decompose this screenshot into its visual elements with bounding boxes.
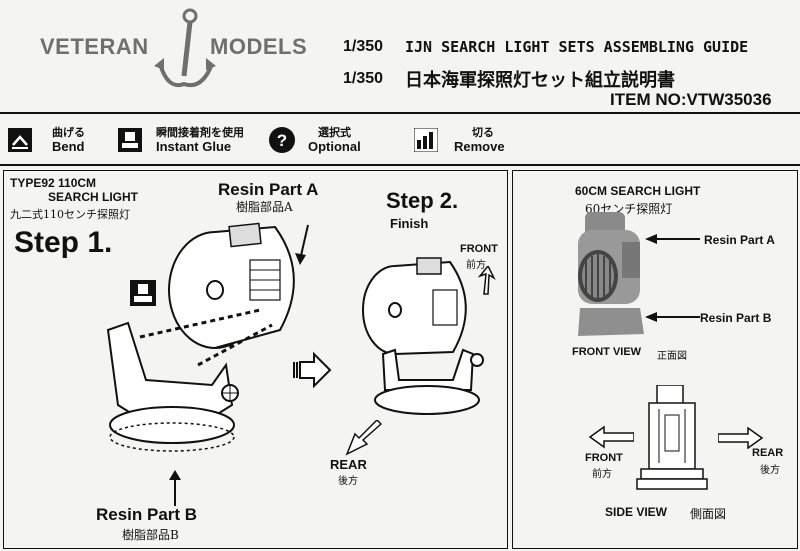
legend-optional-en: Optional <box>308 139 361 154</box>
resin-a-pointer-icon <box>645 234 700 244</box>
resin-a-jp: 樹脂部品A <box>236 200 293 214</box>
resin-b-arrow-icon <box>169 470 181 506</box>
item-number: ITEM NO:VTW35036 <box>610 90 772 109</box>
cut-icon <box>414 128 438 152</box>
front-arrow-icon <box>478 266 496 295</box>
front-view-label: FRONT VIEW <box>572 346 642 358</box>
side-front-arrow-icon <box>588 425 634 449</box>
bend-icon <box>8 128 32 152</box>
resin-b-pointer-icon <box>645 312 700 322</box>
front-label: FRONT <box>460 243 498 255</box>
side-front-jp: 前方 <box>592 469 612 480</box>
type-line1: TYPE92 110CM <box>10 176 97 190</box>
legend-bend-jp: 曲げる <box>52 127 85 139</box>
ref-resin-b: Resin Part B <box>700 311 772 325</box>
step1-label: Step 1. <box>14 226 113 259</box>
question-icon: ? <box>269 127 295 153</box>
legend-divider <box>0 164 800 166</box>
brand-models: MODELS <box>210 34 308 59</box>
legend-remove-jp: 切る <box>472 127 494 139</box>
side-front-label: FRONT <box>585 452 623 464</box>
side-rear-label: REAR <box>752 447 784 459</box>
front-jp: 前方 <box>466 260 486 271</box>
resin-photo-image <box>578 212 644 336</box>
legend-optional-jp: 選択式 <box>318 127 351 139</box>
finish-label: Finish <box>390 216 429 231</box>
legend-glue: 瞬間接着剤を使用 Instant Glue <box>118 122 298 156</box>
side-rear-arrow-icon <box>718 427 764 449</box>
rear-label: REAR <box>330 457 367 472</box>
svg-text:?: ? <box>277 131 287 150</box>
step2-label: Step 2. <box>386 188 459 213</box>
legend-glue-jp: 瞬間接着剤を使用 <box>156 127 244 139</box>
resin-b-label: Resin Part B <box>96 505 198 524</box>
rear-arrow-icon <box>345 420 383 456</box>
resin-a-label: Resin Part A <box>218 180 319 199</box>
step1-illustration <box>106 222 309 452</box>
scale-en: 1/350 <box>343 38 384 55</box>
legend-remove-en: Remove <box>454 139 505 154</box>
side-view-jp: 側面図 <box>690 507 727 521</box>
header-divider <box>0 112 800 114</box>
legend-optional: ? 選択式 Optional <box>268 122 388 156</box>
front-view-jp: 正面図 <box>657 351 687 362</box>
legend-glue-en: Instant Glue <box>156 139 232 154</box>
side-view-label: SIDE VIEW <box>605 505 668 519</box>
anchor-logo-icon <box>154 8 216 87</box>
side-rear-jp: 後方 <box>760 465 780 476</box>
glue-icon <box>118 128 142 152</box>
next-step-arrow-icon <box>293 351 332 389</box>
small-light-title: 60CM SEARCH LIGHT <box>575 184 701 198</box>
brand-veteran: VETERAN <box>40 34 149 59</box>
step2-illustration <box>362 257 484 415</box>
legend-bend: 曲げる Bend <box>8 122 110 156</box>
reference-panel <box>512 170 798 549</box>
side-view-drawing <box>636 385 708 490</box>
rear-jp: 後方 <box>338 476 358 487</box>
scale-jp: 1/350 <box>343 70 384 87</box>
legend-bend-en: Bend <box>52 139 85 154</box>
guide-title-en: IJN SEARCH LIGHT SETS ASSEMBLING GUIDE <box>405 38 749 56</box>
type-line2: SEARCH LIGHT <box>48 190 138 204</box>
assembly-panel <box>3 170 508 549</box>
resin-b-jp: 樹脂部品B <box>122 528 179 542</box>
glue-icon <box>130 280 156 306</box>
guide-title-jp: 日本海軍探照灯セット組立説明書 <box>405 70 675 91</box>
legend-remove: 切る Remove <box>414 122 534 156</box>
type-jp: 九二式110センチ探照灯 <box>10 208 130 221</box>
ref-resin-a: Resin Part A <box>704 233 775 247</box>
